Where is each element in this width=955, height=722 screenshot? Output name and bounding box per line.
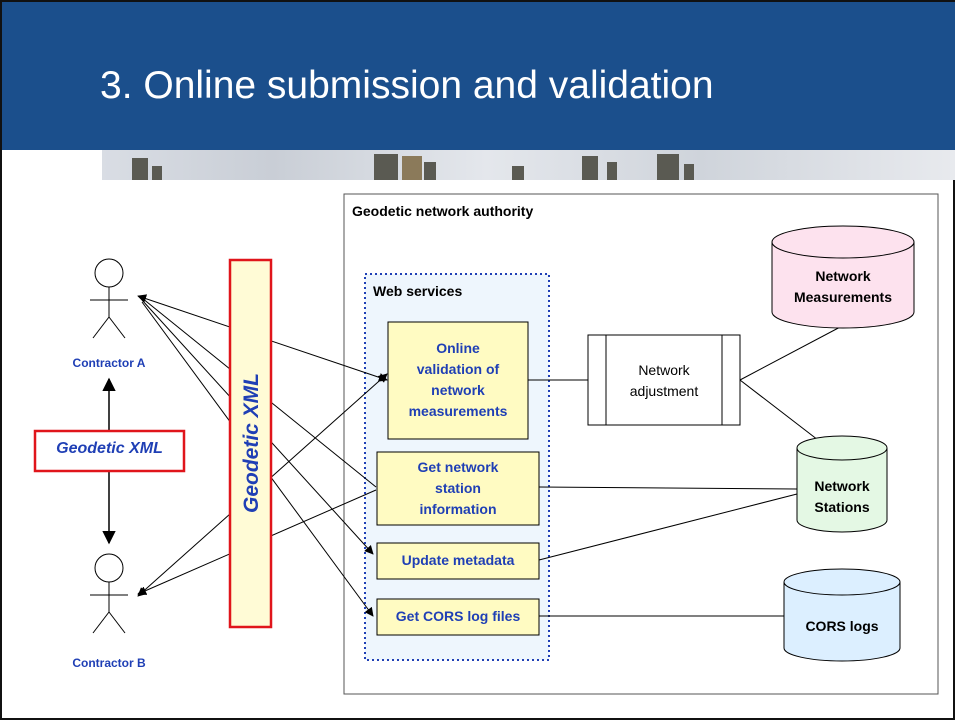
- validation-line-1: Online: [436, 340, 480, 356]
- db-measurements: [771, 225, 915, 329]
- service-cors-files-label: Get CORS log files: [395, 608, 521, 624]
- web-services-label: Web services: [373, 283, 462, 299]
- slide-header: 3. Online submission and validation: [2, 2, 955, 150]
- network-adjustment-box: [587, 334, 741, 426]
- validation-line-4: measurements: [408, 403, 508, 419]
- stations-line-2: Stations: [814, 499, 870, 515]
- station-info-line-1: Get network: [417, 459, 499, 475]
- slide-title: 3. Online submission and validation: [100, 64, 714, 107]
- measurements-line-2: Measurements: [793, 289, 893, 305]
- db-stations: [796, 435, 888, 533]
- station-info-line-2: station: [435, 480, 481, 496]
- authority-label: Geodetic network authority: [352, 203, 533, 219]
- contractor-b-figure: [90, 553, 128, 634]
- contractor-a-label: Contractor A: [72, 356, 146, 370]
- service-update-metadata-box: [376, 542, 540, 580]
- stations-line-1: Network: [814, 478, 870, 494]
- contractor-a-figure: [90, 258, 128, 339]
- service-cors-files-box: [376, 598, 540, 636]
- measurements-line-1: Network: [815, 268, 871, 284]
- validation-line-3: network: [431, 382, 485, 398]
- db-cors-label: CORS logs: [805, 618, 879, 634]
- station-info-line-3: information: [419, 501, 497, 517]
- service-station-info-label: Get network station information: [377, 457, 539, 520]
- adjustment-line-1: Network: [638, 362, 690, 378]
- skyline-banner: [102, 150, 955, 180]
- db-stations-label: Network Stations: [797, 476, 887, 518]
- contractor-b-label: Contractor B: [72, 656, 146, 670]
- network-adjustment-label: Network adjustment: [588, 360, 740, 402]
- service-validation-box: [387, 321, 529, 440]
- xml-vertical-label: Geodetic XML: [240, 373, 263, 513]
- xml-horizontal-label: Geodetic XML: [56, 440, 163, 457]
- xml-vertical-bar: [228, 258, 273, 629]
- db-measurements-label: Network Measurements: [772, 266, 914, 308]
- xml-horizontal-box: [33, 429, 186, 473]
- adjustment-line-2: adjustment: [629, 383, 699, 399]
- service-station-info-box: [376, 451, 540, 526]
- db-cors: [783, 568, 901, 662]
- service-update-metadata-label: Update metadata: [401, 552, 515, 568]
- service-validation-label: Online validation of network measurement…: [388, 338, 528, 422]
- validation-line-2: validation of: [416, 361, 500, 377]
